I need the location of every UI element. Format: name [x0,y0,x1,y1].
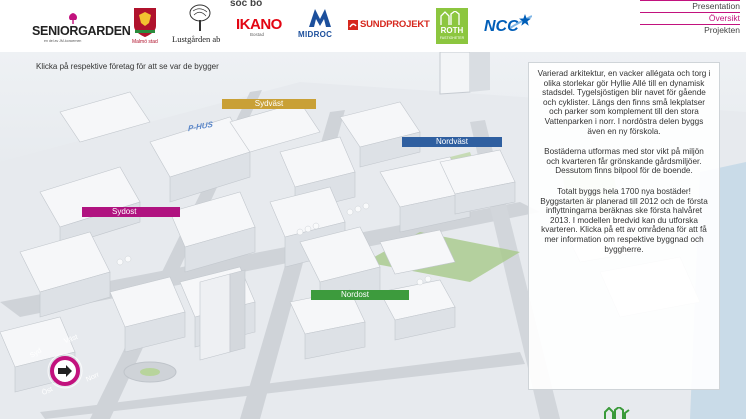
lustgarden-name: Lustgården ab [172,34,221,44]
seniorgarden-tree-icon [69,13,77,24]
info-panel: Varierad arkitektur, en vacker allégata … [528,62,720,390]
ikano-name: IKANO [236,16,282,33]
roth-name: ROTH [440,26,464,35]
area-label-sydvast[interactable]: Sydväst [222,99,316,109]
nav-item-presentation[interactable]: Presentation [640,1,740,13]
midroc-logo[interactable]: MIDROC [296,8,344,44]
roth-partial-logo-icon [604,407,630,419]
nav-menu: Presentation Översikt Projekten [640,0,740,35]
ikano-sub: Bostad [250,32,265,37]
griffin-crest-icon [134,8,156,37]
ncc-logo[interactable]: NCC [482,14,538,40]
roth-sub: FASTIGHETER [439,36,465,40]
area-label-nordost[interactable]: Nordost [311,290,409,300]
sundprojekt-name: SUNDPROJEKT [360,19,430,30]
malmo-stad-logo[interactable]: Malmö stad [130,6,160,46]
tree-icon [189,4,211,31]
nav-item-projekten[interactable]: Projekten [704,25,740,35]
logo-bar: SENIORGARDEN en del av JM-koncernen Malm… [0,0,746,52]
midroc-name: MIDROC [298,30,333,39]
area-label-sydost[interactable]: Sydost [82,207,180,217]
compass-arrow-icon [58,365,72,377]
ncc-star-icon [510,14,532,29]
info-paragraph: Totalt byggs hela 1700 nya bostäder! Byg… [540,186,708,254]
socbo-name: soc bo [230,0,263,9]
area-label-nordvast[interactable]: Nordväst [402,137,502,147]
midroc-m-icon [309,9,331,27]
nav-partial-top [640,0,740,1]
roth-buildings-icon [440,11,460,25]
malmo-stad-name: Malmö stad [132,39,158,45]
nav-item-oversikt[interactable]: Översikt [640,13,740,25]
ikano-logo[interactable]: IKANO Bostad [236,16,292,44]
compass-dial [47,353,83,389]
map-instruction: Klicka på respektive företag för att se … [36,62,219,71]
ncc-name: NCC [484,18,519,35]
compass[interactable]: Väst Syd Norr Öst [24,334,100,408]
sundprojekt-logo[interactable]: SUNDPROJEKT [348,18,430,32]
info-paragraph: Bostäderna utformas med stor vikt på mil… [544,147,704,176]
info-paragraph: Varierad arkitektur, en vacker allégata … [537,69,711,136]
seniorgarden-tagline: en del av JM-koncernen [44,39,82,43]
lustgarden-logo[interactable]: Lustgården ab [172,4,228,46]
seniorgarden-logo[interactable]: SENIORGARDEN en del av JM-koncernen [32,12,131,43]
roth-logo[interactable]: ROTH FASTIGHETER [436,8,468,44]
sundprojekt-icon [348,20,358,30]
seniorgarden-name: SENIORGARDEN [32,24,131,38]
socbo-logo[interactable]: soc bo [230,0,270,12]
